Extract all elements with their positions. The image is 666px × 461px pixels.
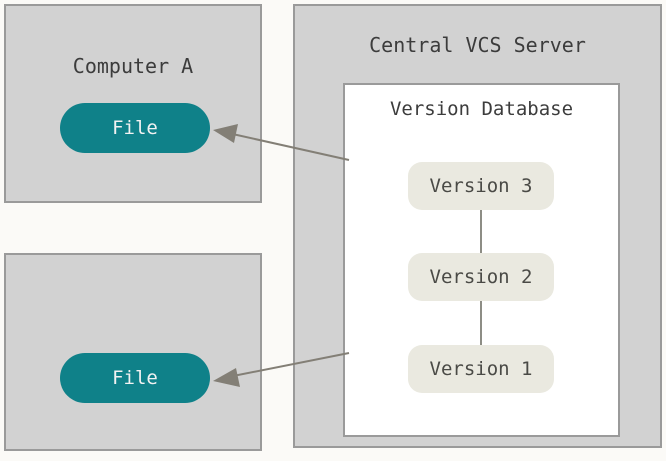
version-node-1: Version 1 [408, 345, 554, 393]
connector-version-3-to-2 [480, 210, 482, 253]
file-node-computer-a: File [60, 103, 210, 153]
central-vcs-server-title: Central VCS Server [369, 33, 586, 57]
computer-a-title: Computer A [72, 54, 194, 78]
version-database-title: Version Database [389, 98, 574, 120]
version-node-2: Version 2 [408, 253, 554, 301]
connector-version-2-to-1 [480, 301, 482, 345]
version-node-3: Version 3 [408, 162, 554, 210]
computer-a-panel: Computer A [4, 4, 262, 203]
file-node-computer-b: File [60, 353, 210, 403]
computer-b-panel: Computer B [4, 253, 262, 451]
